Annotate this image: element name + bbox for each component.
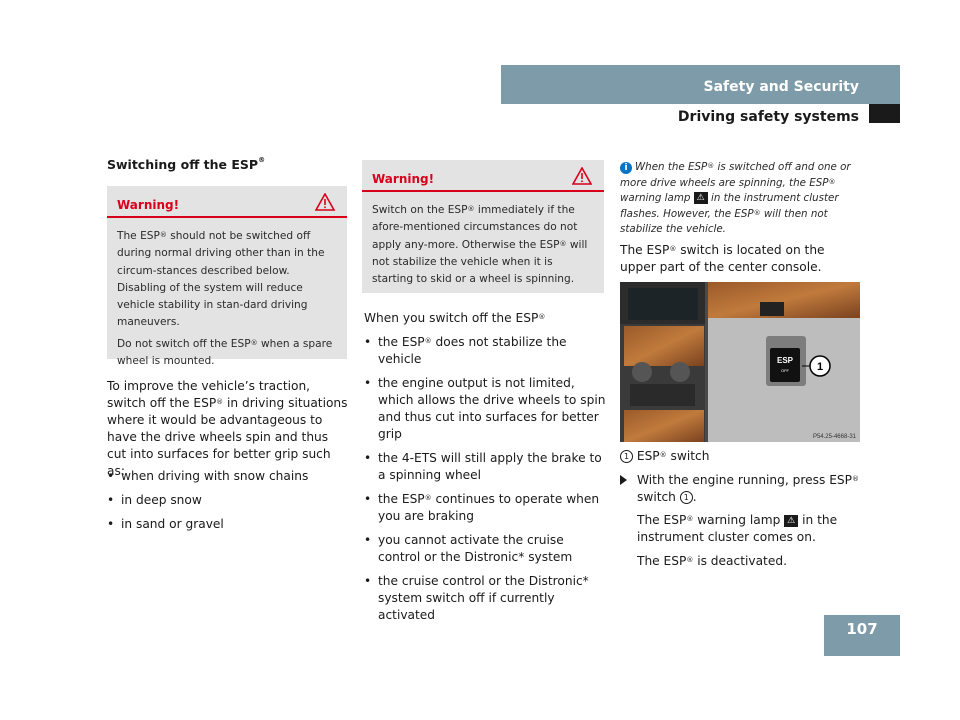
situations-list: when driving with snow chains in deep sn…: [107, 468, 349, 540]
info-icon: i: [620, 162, 632, 174]
subsection-title: Driving safety systems: [677, 109, 859, 125]
instruction-step: With the engine running, press ESP® swit…: [620, 472, 860, 506]
result-lamp-on: The ESP® warning lamp ⚠ in the instrumen…: [637, 513, 838, 544]
header-marker: [869, 104, 900, 123]
list-item: in deep snow: [107, 492, 349, 509]
photo-callout-1: 1: [817, 361, 823, 373]
intro-paragraph: To improve the vehicle’s traction, switc…: [107, 379, 348, 478]
location-paragraph: The ESP® switch is located on the upper …: [620, 243, 825, 274]
list-item: the ESP® does not stabilize the vehicle: [364, 334, 606, 368]
list-item: when driving with snow chains: [107, 468, 349, 485]
warning-label: Warning!: [117, 198, 180, 212]
warning-triangle-icon: [571, 166, 593, 189]
esp-off-label: OFF: [781, 368, 790, 373]
warning-text-2: Switch on the ESP® immediately if the af…: [372, 204, 588, 286]
esp-warning-lamp-icon: ⚠: [784, 514, 799, 527]
warning-text-1: The ESP® should not be switched off duri…: [117, 230, 333, 368]
list-item: the 4-ETS will still apply the brake to …: [364, 450, 606, 484]
warning-label: Warning!: [372, 172, 435, 186]
callout-number: 1: [679, 491, 693, 504]
warning-box-1: Warning! The ESP® should not be switched…: [107, 186, 347, 367]
list-item: the cruise control or the Distronic* sys…: [364, 573, 606, 624]
warning-box-2: Warning! Switch on the ESP® immediately …: [362, 160, 604, 293]
photo-code: P54.25-4668-31: [813, 434, 857, 440]
center-console-photo: ESP OFF 1 P54.25-4668-31: [620, 282, 860, 442]
heading-switching-off-esp: Switching off the ESP®: [107, 156, 266, 172]
header-band: [501, 65, 900, 104]
esp-button-label: ESP: [777, 356, 794, 365]
step-arrow-icon: [620, 475, 627, 485]
list-item: the engine output is not limited, which …: [364, 375, 606, 443]
list-item: in sand or gravel: [107, 516, 349, 533]
photo-legend: 1 ESP® switch: [620, 448, 860, 465]
result-deactivated: The ESP® is deactivated.: [637, 554, 787, 568]
warning-triangle-icon: [314, 192, 336, 215]
list-item: you cannot activate the cruise control o…: [364, 532, 606, 566]
esp-warning-lamp-icon: ⚠: [693, 192, 708, 205]
list-item: the ESP® continues to operate when you a…: [364, 491, 606, 525]
switch-off-lead: When you switch off the ESP®: [364, 311, 546, 325]
callout-number: 1: [620, 450, 633, 463]
page-number: 107: [846, 620, 878, 638]
effects-list: the ESP® does not stabilize the vehicle …: [364, 334, 606, 631]
section-title: Safety and Security: [703, 79, 859, 95]
page-number-band: [824, 615, 900, 656]
